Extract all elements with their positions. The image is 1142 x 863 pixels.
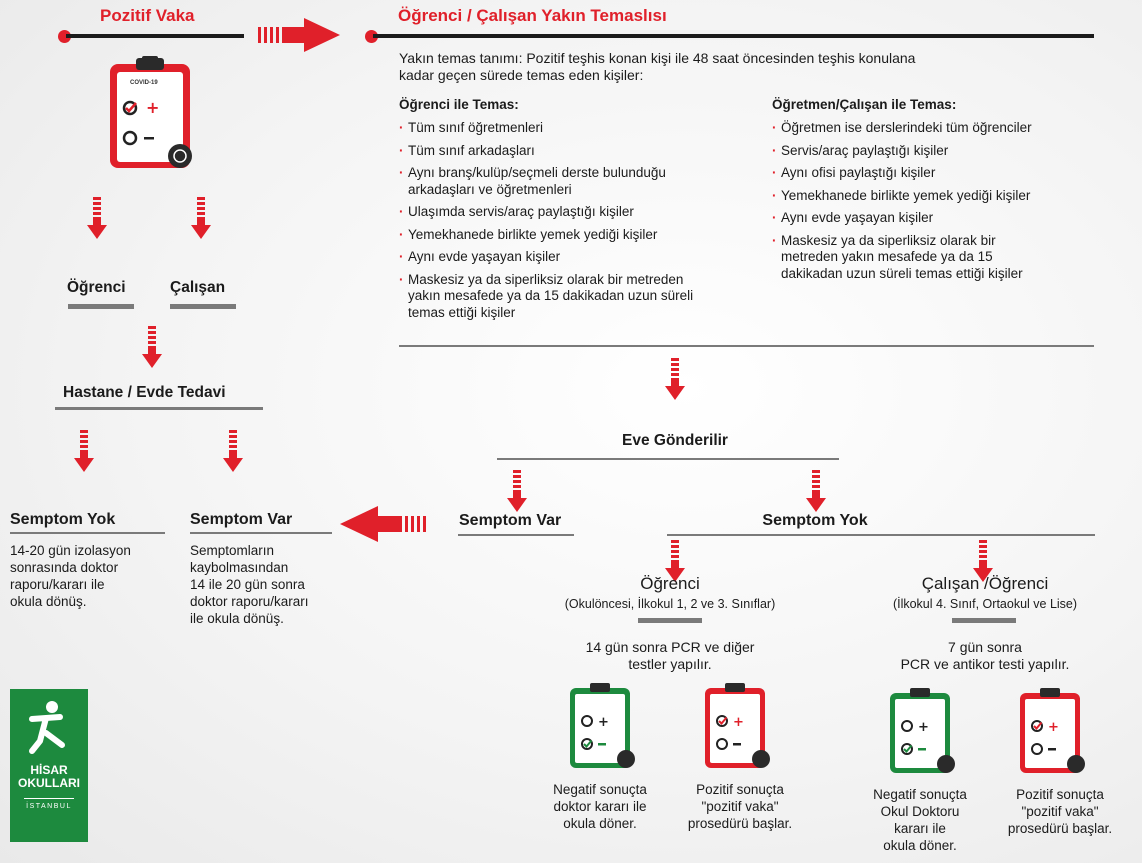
left-symptom-title: Semptom Var [190,511,293,528]
svg-text:+: + [733,715,744,730]
staff-negative-text: Negatif sonuçta Okul Doktoru kararı ile … [873,787,967,853]
underline [10,532,165,534]
timeline-dot [365,30,378,43]
branch-student-title: Öğrenci [640,574,700,593]
student-positive-text: Pozitif sonuçta "pozitif vaka" prosedürü… [687,782,793,831]
svg-text:+: + [146,98,159,117]
timeline-line [66,34,244,38]
list-item: Aynı evde yaşayan kişiler [772,210,1102,227]
underline [667,534,1095,536]
arrow-down-sent-home [665,358,685,400]
underline [638,618,702,623]
arrow-right-top [258,18,340,52]
staff-contact-title: Öğretmen/Çalışan ile Temas: [772,97,957,112]
covid-clipboard-icon: + [110,56,192,168]
arrow-down-ogrenci [87,197,107,239]
contact-definition: Yakın temas tanımı: Pozitif teşhis konan… [399,50,916,83]
clipboard-label: COVID-19 [130,80,158,86]
right-symptom-yes: Semptom Var [459,512,562,529]
school-logo: HİSAR OKULLARI İSTANBUL [10,689,88,842]
svg-text:+: + [918,720,929,735]
list-item: Maskesiz ya da siperliksiz olarak birmet… [772,233,1102,283]
left-no-symptom-title: Semptom Yok [10,511,116,528]
student-contact-list: Tüm sınıf öğretmenleri Tüm sınıf arkadaş… [399,120,759,321]
list-item: Yemekhanede birlikte yemek yediği kişile… [772,188,1102,205]
svg-text:+: + [598,715,609,730]
branch-student-subtitle: (Okulöncesi, İlkokul 1, 2 ve 3. Sınıflar… [564,597,776,611]
svg-text:+: + [1048,720,1059,735]
positive-clipboard-icon: + [705,683,770,768]
branch-staff-test: 7 gün sonra PCR ve antikor testi yapılır… [900,639,1070,672]
staff-contact-list: Öğretmen ise derslerindeki tüm öğrencile… [772,120,1102,282]
positive-case-title: Pozitif Vaka [100,6,195,25]
sent-home-label: Eve Gönderilir [622,432,728,449]
list-item: Yemekhanede birlikte yemek yediği kişile… [399,227,759,244]
staff-positive-text: Pozitif sonuçta "pozitif vaka" prosedürü… [1007,787,1113,836]
divider [399,345,1094,347]
arrow-down-symptom-yes [507,470,527,512]
runner-icon [29,701,65,754]
right-symptom-no: Semptom Yok [762,512,868,529]
underline [55,407,263,410]
arrow-down-calisan [191,197,211,239]
list-item: Maskesiz ya da siperliksiz olarak bir me… [399,272,759,322]
underline [458,534,574,536]
list-item: Tüm sınıf öğretmenleri [399,120,759,137]
branch-staff-subtitle: (İlkokul 4. Sınıf, Ortaokul ve Lise) [892,597,1078,611]
list-item: Aynı ofisi paylaştığı kişiler [772,165,1102,182]
left-ogrenci-label: Öğrenci [67,279,126,296]
treatment-label: Hastane / Evde Tedavi [63,384,226,401]
student-contact-title: Öğrenci ile Temas: [399,97,519,112]
branch-staff-title: Çalışan /Öğrenci [921,574,1049,593]
list-item: Öğretmen ise derslerindeki tüm öğrencile… [772,120,1102,137]
timeline-dot [58,30,71,43]
underline [952,618,1016,623]
left-calisan-label: Çalışan [170,279,226,296]
negative-clipboard-icon: + [890,688,955,773]
logo-line2: OKULLARI [18,776,80,790]
divider [497,458,839,460]
student-negative-text: Negatif sonuçta doktor kararı ile okula … [553,782,647,831]
arrow-down-symptom [223,430,243,472]
contact-title: Öğrenci / Çalışan Yakın Temaslısı [398,6,667,25]
timeline-line [373,34,1094,38]
list-item: Ulaşımda servis/araç paylaştığı kişiler [399,204,759,221]
underline [68,304,134,309]
logo-line1: HİSAR [30,763,68,777]
list-item: Servis/araç paylaştığı kişiler [772,143,1102,160]
arrow-down-treatment [142,326,162,368]
negative-clipboard-icon: + [570,683,635,768]
left-no-symptom-text: 14-20 gün izolasyon sonrasında doktor ra… [10,543,131,609]
positive-clipboard-icon: + [1020,688,1085,773]
underline [170,304,236,309]
arrow-down-no-symptom [74,430,94,472]
list-item: Aynı branş/kulüp/seçmeli derste bulunduğ… [399,165,759,198]
branch-student-test: 14 gün sonra PCR ve diğer testler yapılı… [585,639,755,672]
left-symptom-text: Semptomların kaybolmasından 14 ile 20 gü… [190,543,309,626]
arrow-down-symptom-no [806,470,826,512]
arrow-left-symptom [340,506,426,542]
list-item: Aynı evde yaşayan kişiler [399,249,759,266]
logo-line3: İSTANBUL [26,803,72,810]
list-item: Tüm sınıf arkadaşları [399,143,759,160]
underline [190,532,332,534]
